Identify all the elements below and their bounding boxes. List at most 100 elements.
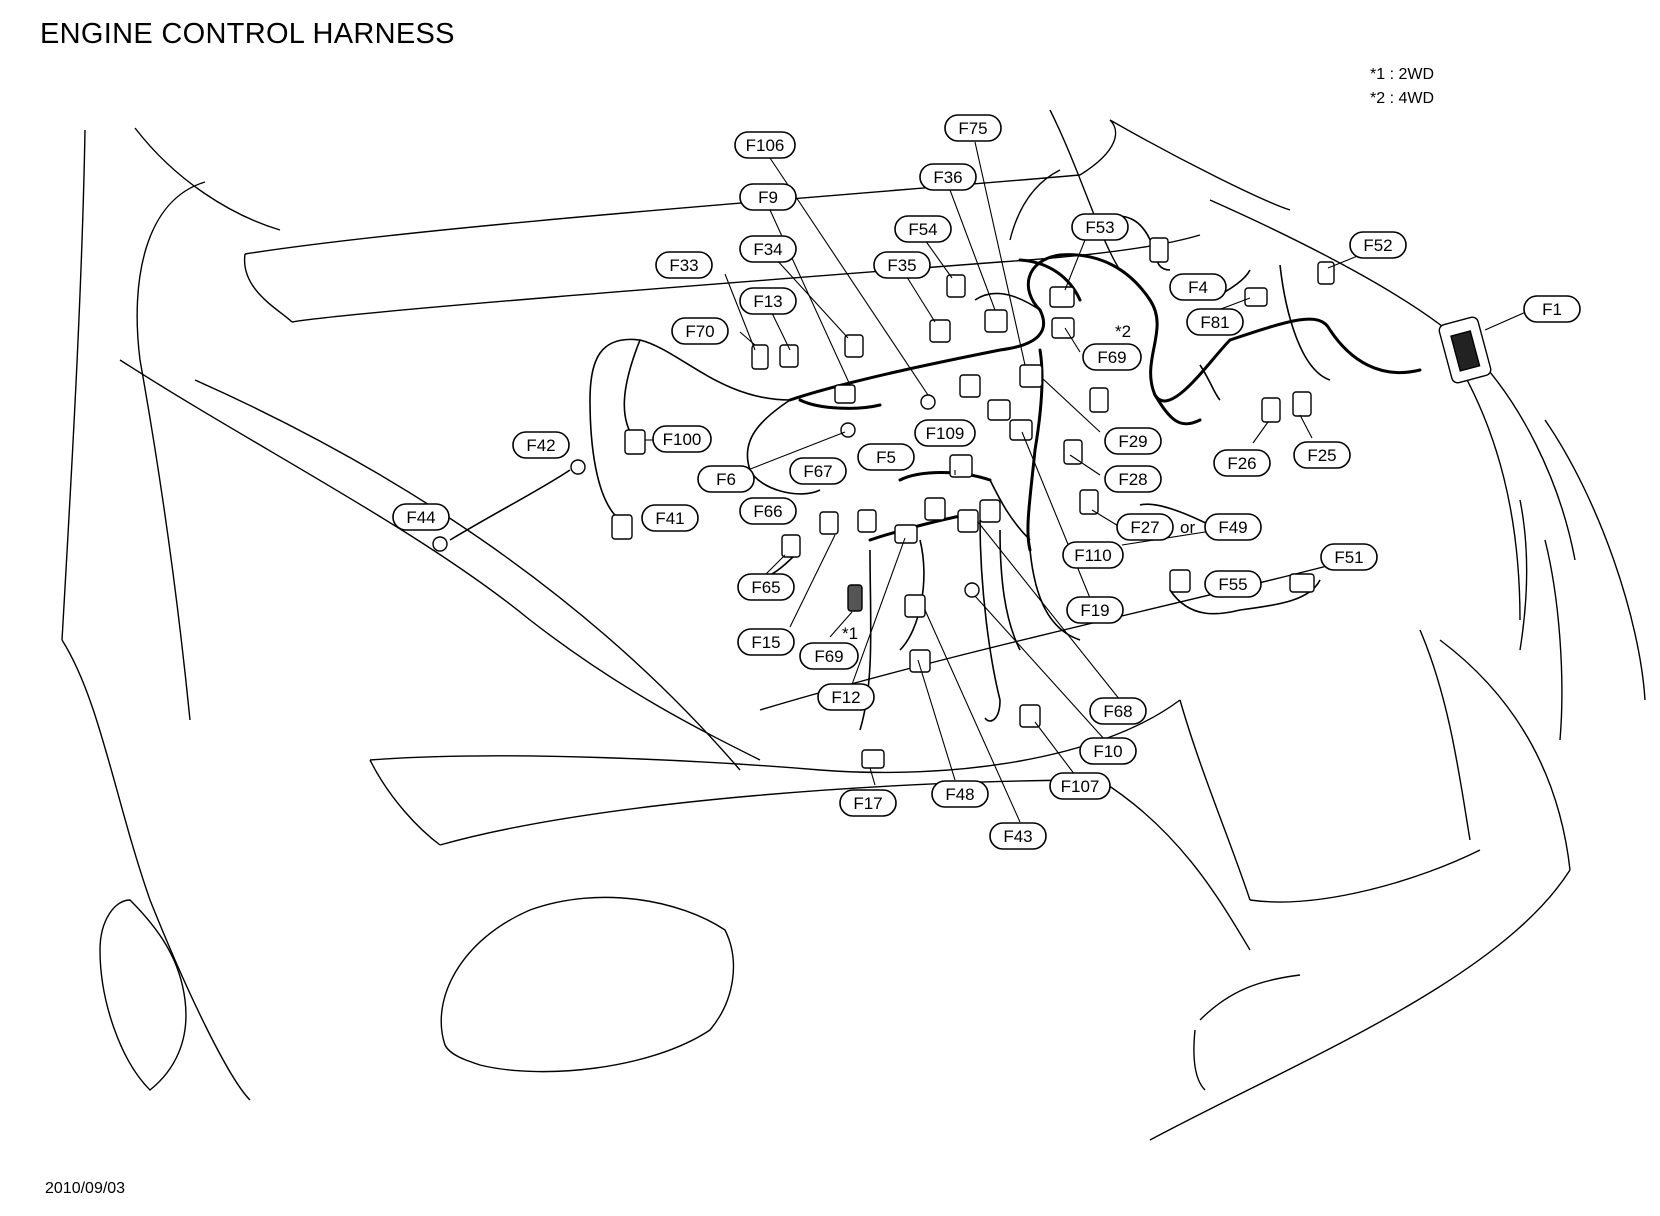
label-f36[interactable]: F36 [919,163,977,191]
legend-4wd: *2 : 4WD [1370,90,1434,108]
label-f29[interactable]: F29 [1104,427,1162,455]
svg-text:F44: F44 [406,508,435,527]
label-f13[interactable]: F13 [739,287,797,315]
svg-text:F35: F35 [887,256,916,275]
svg-text:F65: F65 [751,578,780,597]
svg-text:F68: F68 [1103,702,1132,721]
svg-text:F6: F6 [716,470,736,489]
label-f44[interactable]: F44 [392,503,450,531]
label-f4[interactable]: F4 [1169,273,1227,301]
label-f42[interactable]: F42 [512,431,570,459]
legend-2wd: *1 : 2WD [1370,66,1434,84]
connector-bodies [432,237,1492,769]
label-f48[interactable]: F48 [931,780,989,808]
svg-text:F55: F55 [1218,575,1247,594]
svg-text:F69: F69 [814,647,843,666]
f13-connector-icon [779,344,799,368]
label-f51[interactable]: F51 [1320,543,1378,571]
legend-text: : 2WD [1389,66,1435,83]
label-f33[interactable]: F33 [655,251,713,279]
f25-connector-icon [1292,391,1312,417]
label-f70[interactable]: F70 [671,317,729,345]
svg-text:F43: F43 [1003,827,1032,846]
svg-text:F28: F28 [1118,470,1147,489]
svg-text:F110: F110 [1074,546,1112,565]
label-f65[interactable]: F65 [737,573,795,601]
label-f100[interactable]: F100 [652,425,712,453]
f5-connector-icon [949,454,973,478]
f100-connector-icon [624,429,646,455]
label-f34[interactable]: F34 [739,235,797,263]
svg-text:F19: F19 [1080,601,1109,620]
f53-connector-icon [1049,286,1075,308]
label-f106[interactable]: F106 [734,131,796,159]
label-f15[interactable]: F15 [737,628,795,656]
label-f17[interactable]: F17 [839,789,897,817]
svg-text:F42: F42 [526,436,555,455]
label-f12[interactable]: F12 [817,683,875,711]
svg-text:F81: F81 [1200,313,1229,332]
label-f67[interactable]: F67 [789,457,847,485]
label-f68[interactable]: F68 [1089,697,1147,725]
legend-mark: *2 [1370,90,1386,107]
label-f9[interactable]: F9 [739,183,797,211]
label-f5[interactable]: F5 [857,443,915,471]
f29-connector-icon [1089,387,1109,413]
f19-connector-icon [1009,419,1033,441]
svg-text:F15: F15 [751,633,780,652]
label-f43[interactable]: F43 [989,822,1047,850]
label-f49[interactable]: F49 [1204,513,1262,541]
f110-connector-icon [987,399,1011,421]
f9-connector-icon [834,384,856,404]
svg-text:F51: F51 [1334,548,1363,567]
svg-text:F4: F4 [1188,278,1208,297]
legend-mark: *1 [1370,66,1386,83]
f55-connector-icon [1169,569,1191,593]
label-f66[interactable]: F66 [739,497,797,525]
label-f81[interactable]: F81 [1186,308,1244,336]
svg-text:F107: F107 [1061,777,1100,796]
label-f55[interactable]: F55 [1204,570,1262,598]
label-f19[interactable]: F19 [1066,596,1124,624]
label-f41[interactable]: F41 [641,504,699,532]
label-f107[interactable]: F107 [1049,772,1111,800]
svg-text:F36: F36 [933,168,962,187]
svg-text:F34: F34 [753,240,782,259]
label-f1[interactable]: F1 [1523,295,1581,323]
vehicle-outline [61,109,1646,1141]
svg-text:F5: F5 [876,448,896,467]
f10-connector-icon [957,509,979,533]
or-separator: or [1180,518,1195,537]
label-f109[interactable]: F109 [914,419,976,447]
svg-text:F53: F53 [1085,218,1114,237]
label-f52[interactable]: F52 [1349,231,1407,259]
f106-ground-icon [920,394,936,410]
f75-connector-icon [1019,364,1043,388]
f35-connector-icon [929,319,951,343]
svg-text:F67: F67 [803,462,832,481]
label-f10[interactable]: F10 [1079,737,1137,765]
f42-ground-icon [570,459,586,475]
label-f28[interactable]: F28 [1104,465,1162,493]
label-f110[interactable]: F110 [1062,541,1124,569]
label-f25[interactable]: F25 [1293,441,1351,469]
variant-mark-2wd: *1 [842,624,858,643]
svg-text:F70: F70 [685,322,714,341]
label-f75[interactable]: F75 [944,114,1002,142]
label-f35[interactable]: F35 [873,251,931,279]
label-f69-4wd[interactable]: F69 [1082,343,1142,371]
svg-text:F48: F48 [945,785,974,804]
label-f69-2wd[interactable]: F69 [799,642,859,670]
label-f53[interactable]: F53 [1071,213,1129,241]
svg-text:F1: F1 [1542,300,1562,319]
connector-labels: F106 F75 F9 F36 F34 F54 F53 F33 F35 F13 … [392,114,1581,850]
branch-wires [449,215,1331,731]
label-f6[interactable]: F6 [697,465,755,493]
label-f26[interactable]: F26 [1213,449,1271,477]
label-f27[interactable]: F27 [1116,513,1174,541]
f69b-sensor-icon [847,584,863,612]
label-f54[interactable]: F54 [894,215,952,243]
f51-connector-icon [1289,573,1315,593]
f109-fuse-icon [959,374,981,398]
